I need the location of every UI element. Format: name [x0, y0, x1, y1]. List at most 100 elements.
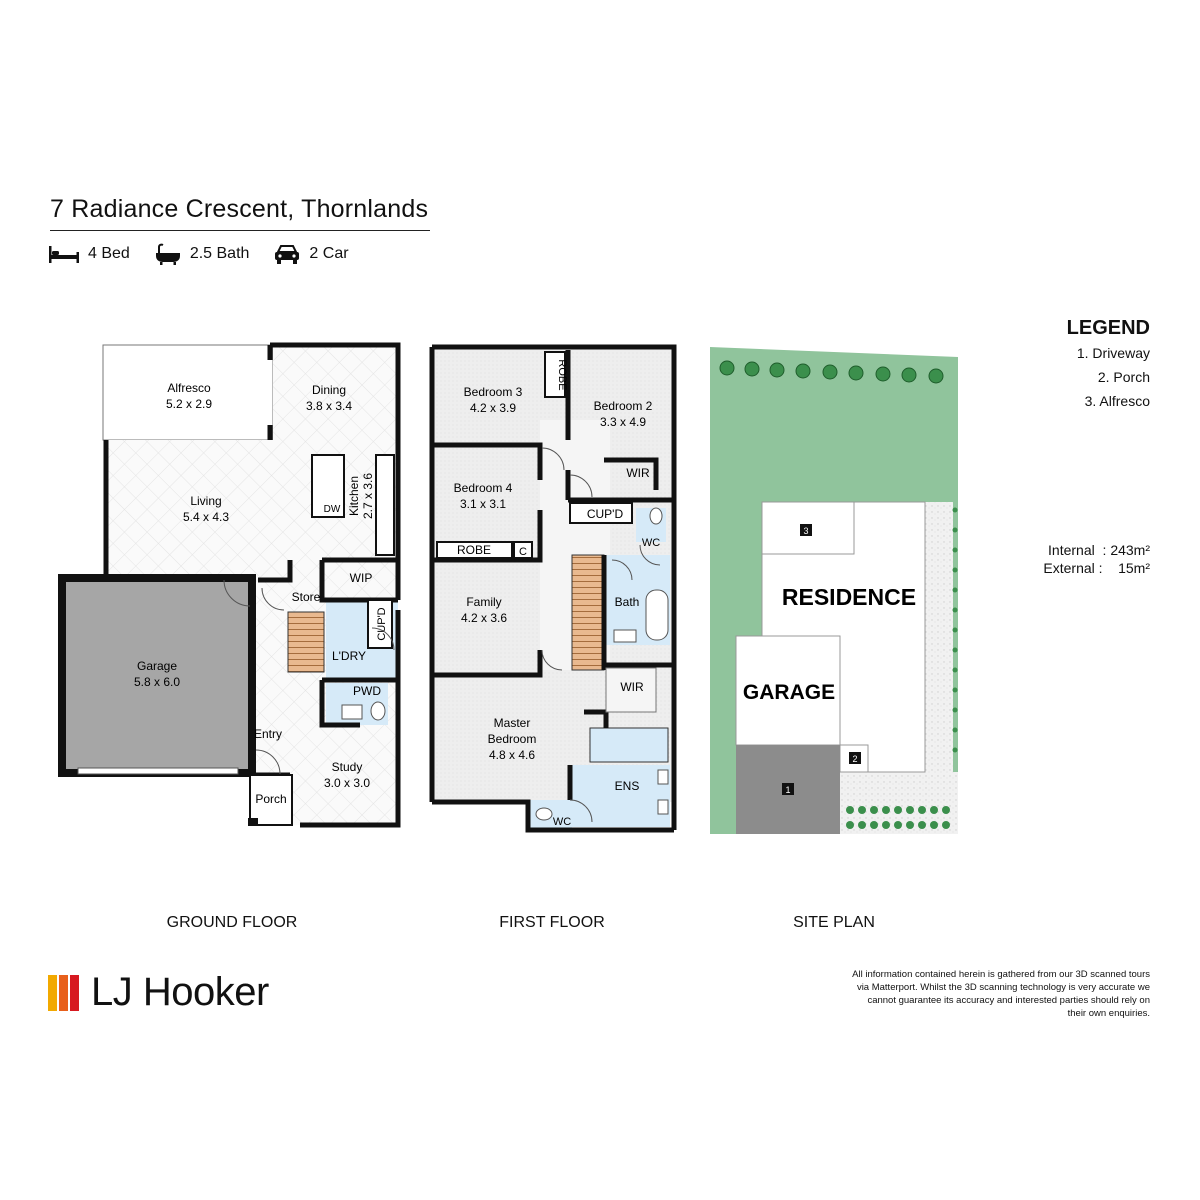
kitchen-bench [375, 454, 395, 556]
dim-bedroom2: 3.3 x 4.9 [600, 415, 646, 429]
car-icon [275, 245, 300, 264]
ensuite-shower [589, 727, 669, 763]
dim-family: 4.2 x 3.6 [461, 611, 507, 625]
label-dining: Dining [312, 383, 346, 397]
label-wip: WIP [350, 571, 373, 585]
legend-item-driveway: 1. Driveway [1076, 345, 1150, 361]
dim-kitchen: 2.7 x 3.6 [361, 473, 375, 519]
label-master: Master [494, 716, 531, 730]
logo-bar-yellow [48, 974, 57, 1011]
linen-cupboard [513, 541, 533, 559]
ground-stairs [287, 611, 325, 673]
label-wir-bedroom2: WIR [626, 466, 650, 480]
brand-logo: LJ Hooker [48, 970, 269, 1015]
first-floor-label: FIRST FLOOR [499, 914, 605, 931]
site-marker-1-label: 1 [785, 785, 790, 795]
label-bedroom3: Bedroom 3 [464, 385, 523, 399]
store-door-swing [261, 587, 285, 611]
site-garage-label: GARAGE [743, 681, 835, 704]
cupboard-hall [569, 502, 633, 524]
dim-living: 5.4 x 4.3 [183, 510, 229, 524]
label-wir-master: WIR [620, 680, 644, 694]
site-marker-1 [782, 783, 794, 795]
label-study: Study [332, 760, 363, 774]
dim-dining: 3.8 x 3.4 [306, 399, 352, 413]
area-external-label: External [1043, 560, 1095, 576]
label-wc-ensuite: WC [553, 816, 571, 828]
site-marker-3-label: 3 [803, 526, 808, 536]
label-kitchen: Kitchen [347, 476, 361, 516]
porch-area [249, 774, 293, 826]
site-marker-2-label: 2 [852, 754, 857, 764]
ground-walls [103, 342, 401, 828]
first-stairs [571, 554, 605, 671]
ensuite-basin-2 [657, 799, 669, 815]
stat-bath-label: 2.5 Bath [189, 245, 250, 262]
label-alfresco: Alfresco [167, 381, 211, 395]
site-marker-3 [800, 524, 812, 536]
laundry-cupboard [367, 599, 393, 649]
site-front-shrubs [846, 806, 950, 829]
label-store: Store [292, 590, 321, 604]
wc-toilet [649, 507, 663, 525]
label-bath: Bath [615, 595, 640, 609]
site-side-shrubs [952, 507, 958, 753]
logo-bar-orange [59, 974, 68, 1011]
label-bedroom2: Bedroom 2 [594, 399, 653, 413]
disclaimer-text: All information contained herein is gath… [852, 969, 1150, 1019]
area-external-value: 15m² [1118, 560, 1150, 576]
master-wir [605, 667, 657, 713]
dim-study: 3.0 x 3.0 [324, 776, 370, 790]
legend-title: LEGEND [1066, 317, 1150, 339]
dim-master: 4.8 x 4.6 [489, 748, 535, 762]
living-floor [108, 440, 396, 580]
label-linen: C [519, 546, 527, 558]
dim-garage: 5.8 x 6.0 [134, 675, 180, 689]
entry-door-swing [255, 749, 281, 775]
legend-item-alfresco: 3. Alfresco [1084, 393, 1150, 409]
site-garage [735, 635, 841, 746]
dim-bedroom3: 4.2 x 3.9 [470, 401, 516, 415]
logo-bar-red [70, 974, 79, 1011]
label-dw: DW [324, 504, 341, 515]
label-robe-vertical: ROBE [556, 359, 568, 390]
ensuite-toilet [535, 807, 553, 821]
label-master-bedroom: Bedroom [488, 732, 537, 746]
stat-bed-label: 4 Bed [88, 245, 130, 262]
site-plan-label: SITE PLAN [793, 914, 875, 931]
label-laundry: L'DRY [332, 649, 366, 663]
label-garage: Garage [137, 659, 177, 673]
stat-car: 2 Car [273, 243, 349, 265]
property-stats: 4 Bed 2.5 Bath 2 Car [48, 240, 373, 268]
label-powder: PWD [353, 684, 381, 698]
garage-door [77, 767, 239, 775]
brand-name: LJ Hooker [91, 970, 269, 1014]
dim-bedroom4: 3.1 x 3.1 [460, 497, 506, 511]
dim-alfresco: 5.2 x 2.9 [166, 397, 212, 411]
area-internal: Internal : 243m² [1048, 542, 1150, 558]
first-walls [429, 344, 677, 833]
ground-floor-plan: Alfresco 5.2 x 2.9 Dining 3.8 x 3.4 Livi… [58, 342, 401, 828]
robe-bedroom4 [436, 541, 513, 559]
legend-item-porch: 2. Porch [1097, 369, 1150, 385]
garage-door-swing [223, 579, 251, 607]
site-plan: 3 2 1 RESIDENCE GARAGE [710, 347, 958, 834]
bed-icon [49, 246, 79, 263]
label-cupboard-hall: CUP'D [587, 507, 624, 521]
label-ensuite: ENS [615, 779, 640, 793]
title-divider [50, 230, 430, 231]
stat-car-label: 2 Car [309, 245, 349, 262]
first-floor-plan: Bedroom 3 4.2 x 3.9 ROBE Bedroom 2 3.3 x… [429, 344, 677, 833]
alfresco-area [102, 344, 274, 441]
bath-icon [155, 243, 180, 265]
label-porch: Porch [255, 792, 286, 806]
powder-basin [341, 704, 363, 720]
site-residence-label: RESIDENCE [782, 584, 916, 610]
site-marker-2 [849, 752, 861, 764]
area-external: External : 15m² [1043, 560, 1150, 576]
bath-basin [613, 629, 637, 643]
robe-bedroom3 [544, 351, 566, 398]
ensuite-area [570, 765, 670, 827]
label-bedroom4: Bedroom 4 [454, 481, 513, 495]
